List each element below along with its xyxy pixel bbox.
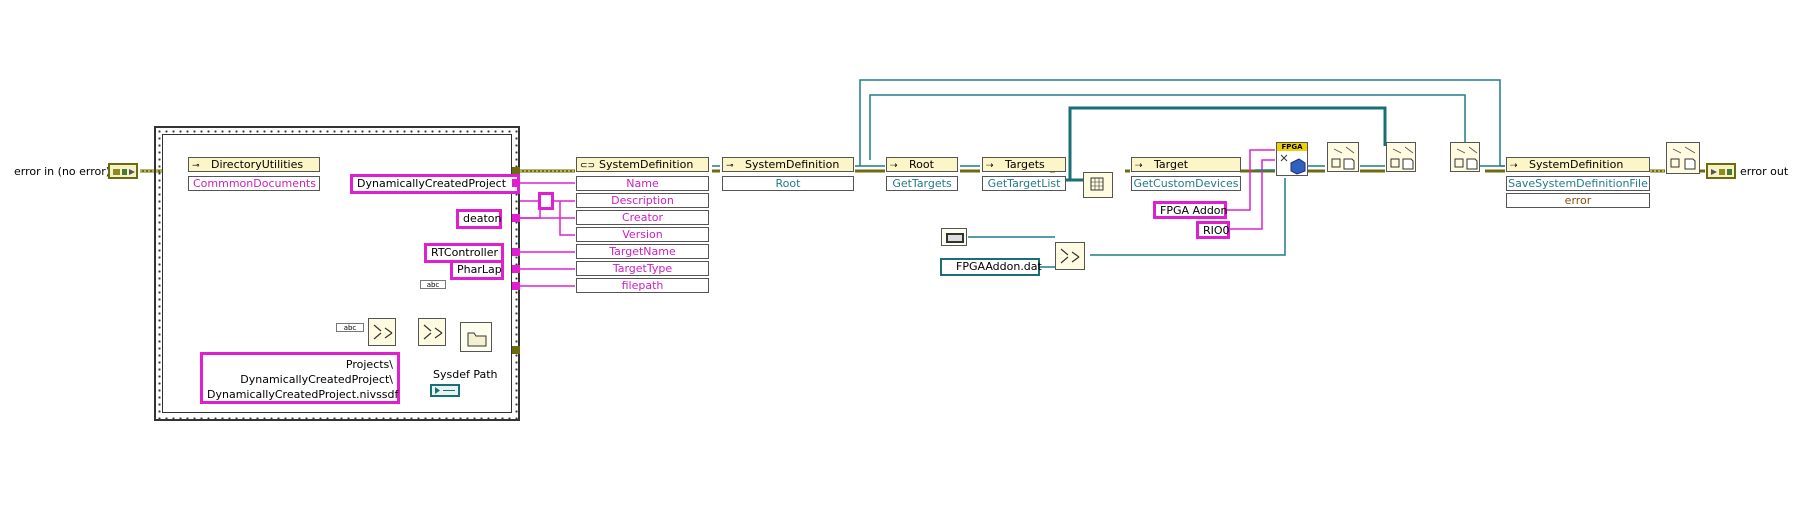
error-tunnel-right	[512, 167, 520, 175]
invoke-icon: ⇢	[1510, 161, 1518, 171]
string-to-path-fn[interactable]: abc	[336, 323, 364, 332]
build-path-fn-3[interactable]	[1055, 242, 1085, 270]
target-get-custom-devices[interactable]: GetCustomDevices	[1131, 176, 1241, 191]
file-fn-2[interactable]	[1386, 142, 1416, 172]
sysdef-prop-description[interactable]: Description	[576, 193, 709, 208]
fpga-addon-constant[interactable]: FPGA Addon	[1153, 201, 1228, 219]
sysdef-prop-target-name[interactable]: TargetName	[576, 244, 709, 259]
sysdef-save-file-method[interactable]: SaveSystemDefinitionFile	[1506, 176, 1650, 191]
key-icon: ⊸	[726, 161, 734, 171]
sysdef-root-prop[interactable]: Root	[722, 176, 854, 191]
error-in-label: error in (no error)	[14, 165, 111, 178]
tunnel-creator	[512, 214, 520, 222]
invoke-icon: ⇢	[890, 161, 898, 171]
directory-utilities-node[interactable]: ⊸ DirectoryUtilities	[188, 157, 320, 172]
error-in-control[interactable]	[108, 163, 138, 179]
sysdef-prop-target-type[interactable]: TargetType	[576, 261, 709, 276]
tunnel-filepath	[512, 282, 520, 290]
sysdef-prop-version[interactable]: Version	[576, 227, 709, 242]
sysdef-prop-name[interactable]: Name	[576, 176, 709, 191]
sysdef-save-error[interactable]: error	[1506, 193, 1650, 208]
name-constant[interactable]: DynamicallyCreatedProject	[350, 174, 520, 194]
directory-utilities-prop[interactable]: CommmonDocuments	[188, 176, 320, 191]
fpga-file-path-constant[interactable]: FPGAAddon.dat	[940, 258, 1042, 276]
sysdef-save-node[interactable]: ⇢ SystemDefinition	[1506, 157, 1650, 172]
root-get-targets[interactable]: GetTargets	[886, 176, 958, 191]
tunnel-name	[512, 179, 520, 187]
constructor-icon: ⊂⊃	[580, 161, 596, 171]
fpga-vi-label: FPGA	[1277, 143, 1307, 151]
sysdef-path-label: Sysdef Path	[433, 368, 498, 381]
sysdef-path-indicator[interactable]	[430, 384, 460, 397]
default-data-dir-fn[interactable]	[941, 228, 967, 246]
error-out-indicator[interactable]	[1706, 163, 1736, 179]
error-out-label: error out	[1740, 165, 1789, 178]
path-to-string-fn[interactable]: abc	[420, 280, 446, 289]
file-fn-1[interactable]	[1327, 142, 1359, 172]
target-type-constant[interactable]: PharLap	[450, 260, 504, 280]
targets-get-target-list[interactable]: GetTargetList	[982, 176, 1066, 191]
description-constant[interactable]	[538, 192, 554, 210]
target-node[interactable]: ⇢ Target	[1131, 157, 1241, 172]
sysdef-constructor-node[interactable]: ⊂⊃ SystemDefinition	[576, 157, 709, 172]
invoke-icon: ⇢	[986, 161, 994, 171]
build-path-fn-2[interactable]	[418, 318, 446, 346]
targets-node[interactable]: ⇢ Targets	[982, 157, 1066, 172]
sysdef-root-node[interactable]: ⊸ SystemDefinition	[722, 157, 854, 172]
root-node[interactable]: ⇢ Root	[886, 157, 958, 172]
key-icon: ⊸	[192, 161, 200, 171]
project-path-constant[interactable]: Projects\ DynamicallyCreatedProject\ Dyn…	[200, 352, 400, 404]
fpga-addon-subvi[interactable]: FPGA	[1276, 142, 1308, 176]
sysdef-prop-filepath[interactable]: filepath	[576, 278, 709, 293]
create-folder-fn[interactable]	[460, 322, 492, 352]
build-path-fn-1[interactable]	[368, 318, 396, 346]
sysdef-prop-creator[interactable]: Creator	[576, 210, 709, 225]
index-array-fn[interactable]	[1083, 172, 1113, 198]
invoke-icon: ⇢	[1135, 161, 1143, 171]
tunnel-target-name	[512, 248, 520, 256]
tunnel-target-type	[512, 265, 520, 273]
creator-constant[interactable]: deaton	[456, 209, 502, 229]
file-fn-3[interactable]	[1450, 142, 1480, 172]
rio-constant[interactable]: RIO0	[1196, 221, 1230, 239]
error-tunnel-bottom	[512, 346, 520, 354]
close-reference-fn[interactable]	[1666, 142, 1700, 174]
